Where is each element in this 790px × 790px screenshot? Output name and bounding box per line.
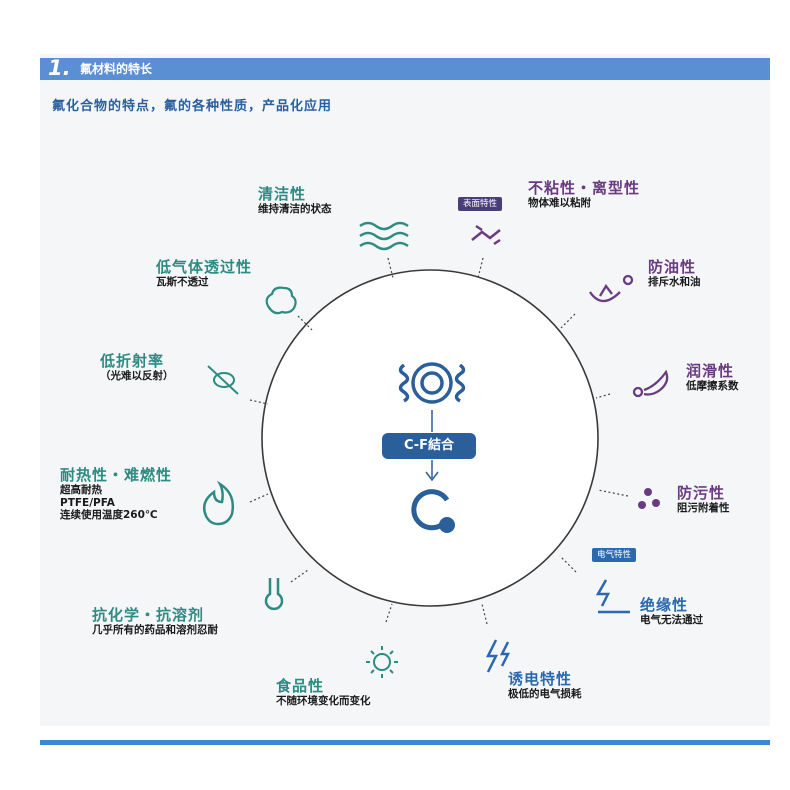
feature-title: 抗化学・抗溶剂 bbox=[92, 606, 205, 624]
surface-properties-tag: 表面特性 bbox=[458, 197, 503, 211]
connector-lines bbox=[249, 257, 629, 625]
cf-bond-badge: C-F結合 bbox=[382, 433, 476, 459]
flame-icon bbox=[203, 480, 234, 526]
feature-desc: 瓦斯不透过 bbox=[156, 276, 209, 288]
feature-desc: 排斥水和油 bbox=[648, 276, 701, 288]
feature-desc: 维持清洁的状态 bbox=[258, 203, 332, 215]
feature-desc: 阻污附着性 bbox=[677, 502, 730, 514]
feature-desc: 低摩擦系数 bbox=[686, 380, 739, 392]
section-header-bar bbox=[40, 58, 770, 80]
molecule-icon bbox=[398, 362, 466, 404]
feature-title: 低折射率 bbox=[100, 352, 165, 370]
feature-food-safe: 食品性 不随环境变化而变化 bbox=[276, 677, 371, 708]
section-number: 1. bbox=[48, 56, 71, 80]
feature-oil-repellent: 防油性 排斥水和油 bbox=[648, 258, 701, 289]
feature-desc: 连续使用温度260℃ bbox=[60, 509, 158, 522]
feature-title: 防污性 bbox=[677, 484, 726, 502]
lubricate-icon bbox=[632, 369, 669, 398]
electrical-properties-tag: 电气特性 bbox=[592, 548, 637, 562]
feature-desc: 物体难以粘附 bbox=[528, 197, 591, 209]
page-subtitle: 氟化合物的特点，氟的各种性质，产品化应用 bbox=[52, 99, 333, 114]
feature-desc: 极低的电气损耗 bbox=[508, 688, 582, 700]
bonded-atom-icon bbox=[411, 489, 455, 533]
feature-title: 润滑性 bbox=[686, 362, 735, 380]
feature-desc: 电气无法通过 bbox=[640, 614, 703, 626]
feature-dielectric: 诱电特性 极低的电气损耗 bbox=[508, 670, 582, 701]
down-arrow-icon bbox=[425, 471, 439, 482]
gas-cloud-icon bbox=[265, 286, 297, 315]
feature-desc: 不随环境变化而变化 bbox=[276, 695, 371, 707]
bottom-divider bbox=[40, 740, 770, 745]
feature-desc: PTFE/PFA bbox=[60, 496, 115, 509]
sun-icon bbox=[366, 646, 398, 678]
feature-heat-resistance: 耐热性・难燃性 超高耐热 PTFE/PFA 连续使用温度260℃ bbox=[60, 466, 172, 522]
feature-title: 清洁性 bbox=[258, 185, 307, 203]
refraction-icon bbox=[207, 365, 239, 395]
feature-title: 低气体透过性 bbox=[156, 258, 253, 276]
feature-title: 食品性 bbox=[276, 677, 325, 695]
feature-desc: 几乎所有的药品和溶剂忍耐 bbox=[92, 624, 218, 636]
feature-lubricity: 润滑性 低摩擦系数 bbox=[686, 362, 739, 393]
waves-icon bbox=[359, 221, 409, 251]
insulation-icon bbox=[595, 579, 630, 614]
feature-desc: （光难以反射） bbox=[100, 370, 174, 382]
feature-non-stick: 不粘性・离型性 物体难以粘附 bbox=[528, 179, 640, 210]
feature-insulation: 绝缘性 电气无法通过 bbox=[640, 596, 703, 627]
gears-icon bbox=[638, 488, 660, 509]
feature-title: 耐热性・难燃性 bbox=[60, 466, 173, 484]
feature-cleanliness: 清洁性 维持清洁的状态 bbox=[258, 185, 332, 216]
flask-icon bbox=[264, 578, 284, 611]
feature-gas-barrier: 低气体透过性 瓦斯不透过 bbox=[156, 258, 252, 289]
feature-title: 不粘性・离型性 bbox=[528, 179, 641, 197]
feature-title: 诱电特性 bbox=[508, 670, 573, 688]
lightning-icon bbox=[485, 639, 511, 673]
release-icon bbox=[471, 224, 501, 246]
feature-chemical-resistance: 抗化学・抗溶剂 几乎所有的药品和溶剂忍耐 bbox=[92, 606, 218, 637]
section-title: 氟材料的特长 bbox=[80, 62, 153, 76]
feature-desc: 超高耐热 bbox=[60, 484, 102, 496]
oil-drop-icon bbox=[589, 274, 634, 303]
feature-title: 绝缘性 bbox=[640, 596, 689, 614]
feature-low-refraction: 低折射率 （光难以反射） bbox=[100, 352, 174, 383]
feature-title: 防油性 bbox=[648, 258, 697, 276]
feature-stain-resistance: 防污性 阻污附着性 bbox=[677, 484, 730, 515]
